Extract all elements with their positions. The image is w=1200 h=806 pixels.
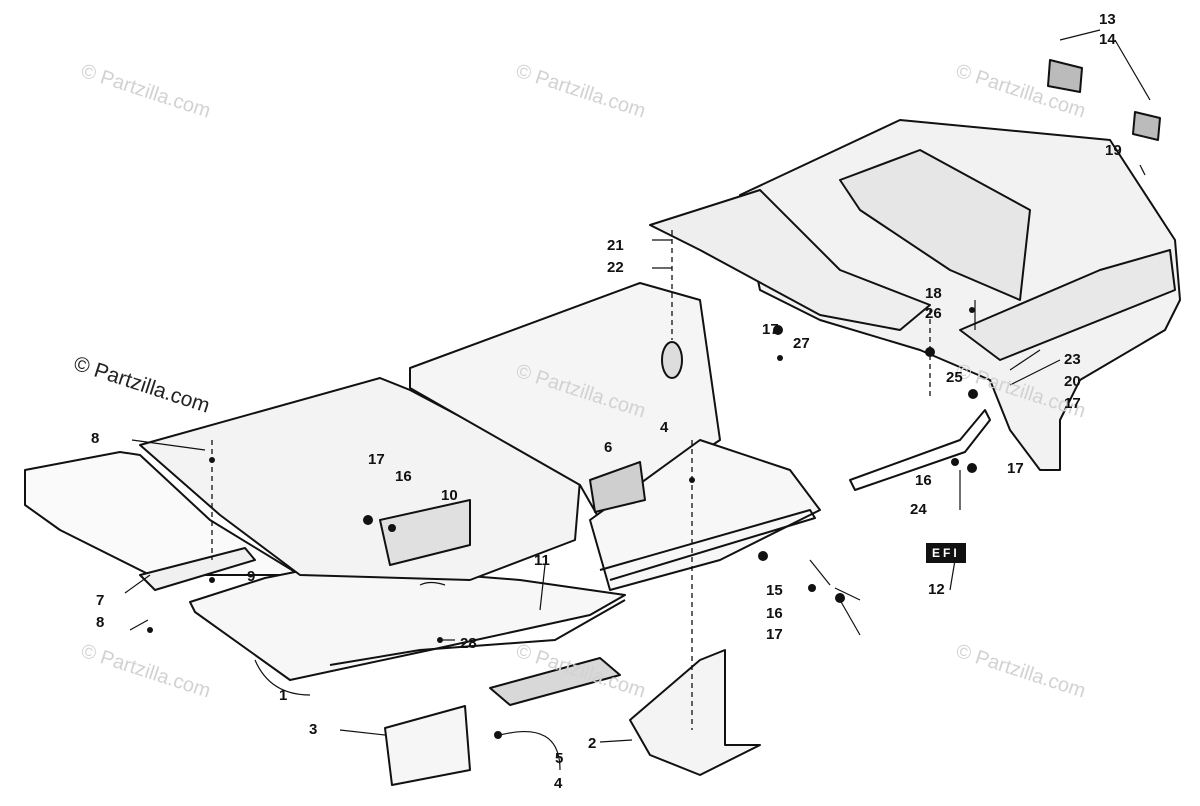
callout-16b: 16 (915, 472, 932, 489)
callout-15: 15 (766, 582, 783, 599)
part-6 (589, 461, 646, 513)
callout-17a: 17 (368, 451, 385, 468)
rear-rack (839, 149, 1031, 301)
callout-16c: 16 (766, 605, 783, 622)
callout-17c: 17 (1064, 395, 1081, 412)
callout-21: 21 (607, 237, 624, 254)
callout-18: 18 (925, 285, 942, 302)
callout-10: 10 (441, 487, 458, 504)
callout-27: 27 (793, 335, 810, 352)
callout-19: 19 (1105, 142, 1122, 159)
callout-22: 22 (607, 259, 624, 276)
efi-badge: EFI (926, 543, 966, 563)
callout-24: 24 (910, 501, 927, 518)
callout-2: 2 (588, 735, 597, 752)
part-22 (661, 341, 683, 379)
callout-28: 28 (460, 635, 477, 652)
tube-24 (849, 409, 991, 491)
callout-12: 12 (928, 581, 945, 598)
grab-bar (959, 249, 1176, 361)
part-10 (379, 499, 471, 566)
bracket-2 (629, 649, 761, 776)
plate-5 (489, 657, 621, 706)
tunnel-right (589, 439, 821, 591)
callout-16a: 16 (395, 468, 412, 485)
callout-23: 23 (1064, 351, 1081, 368)
callout-26: 26 (925, 305, 942, 322)
bracket-7 (139, 547, 256, 591)
callout-4b: 4 (660, 419, 669, 436)
callout-1: 1 (279, 687, 288, 704)
callout-8a: 8 (91, 430, 100, 447)
callout-5: 5 (555, 750, 564, 767)
rear-bumper-frame (739, 119, 1181, 471)
callout-17e: 17 (766, 626, 783, 643)
callout-17b: 17 (762, 321, 779, 338)
callout-20: 20 (1064, 373, 1081, 390)
callout-3: 3 (309, 721, 318, 738)
decal-13 (1047, 59, 1083, 93)
callout-25: 25 (946, 369, 963, 386)
callout-8b: 8 (96, 614, 105, 631)
footboard-right-bar (599, 509, 816, 581)
callout-13: 13 (1099, 11, 1116, 28)
callout-17d: 17 (1007, 460, 1024, 477)
decal-14 (1132, 111, 1161, 141)
footboard-left-edge (329, 599, 626, 666)
callout-11: 11 (534, 552, 550, 569)
seat-pan (649, 189, 931, 331)
callout-4a: 4 (554, 775, 563, 792)
plate-3 (384, 705, 471, 786)
callout-7: 7 (96, 592, 105, 609)
callout-6: 6 (604, 439, 613, 456)
callout-14: 14 (1099, 31, 1116, 48)
callout-9: 9 (247, 568, 256, 585)
